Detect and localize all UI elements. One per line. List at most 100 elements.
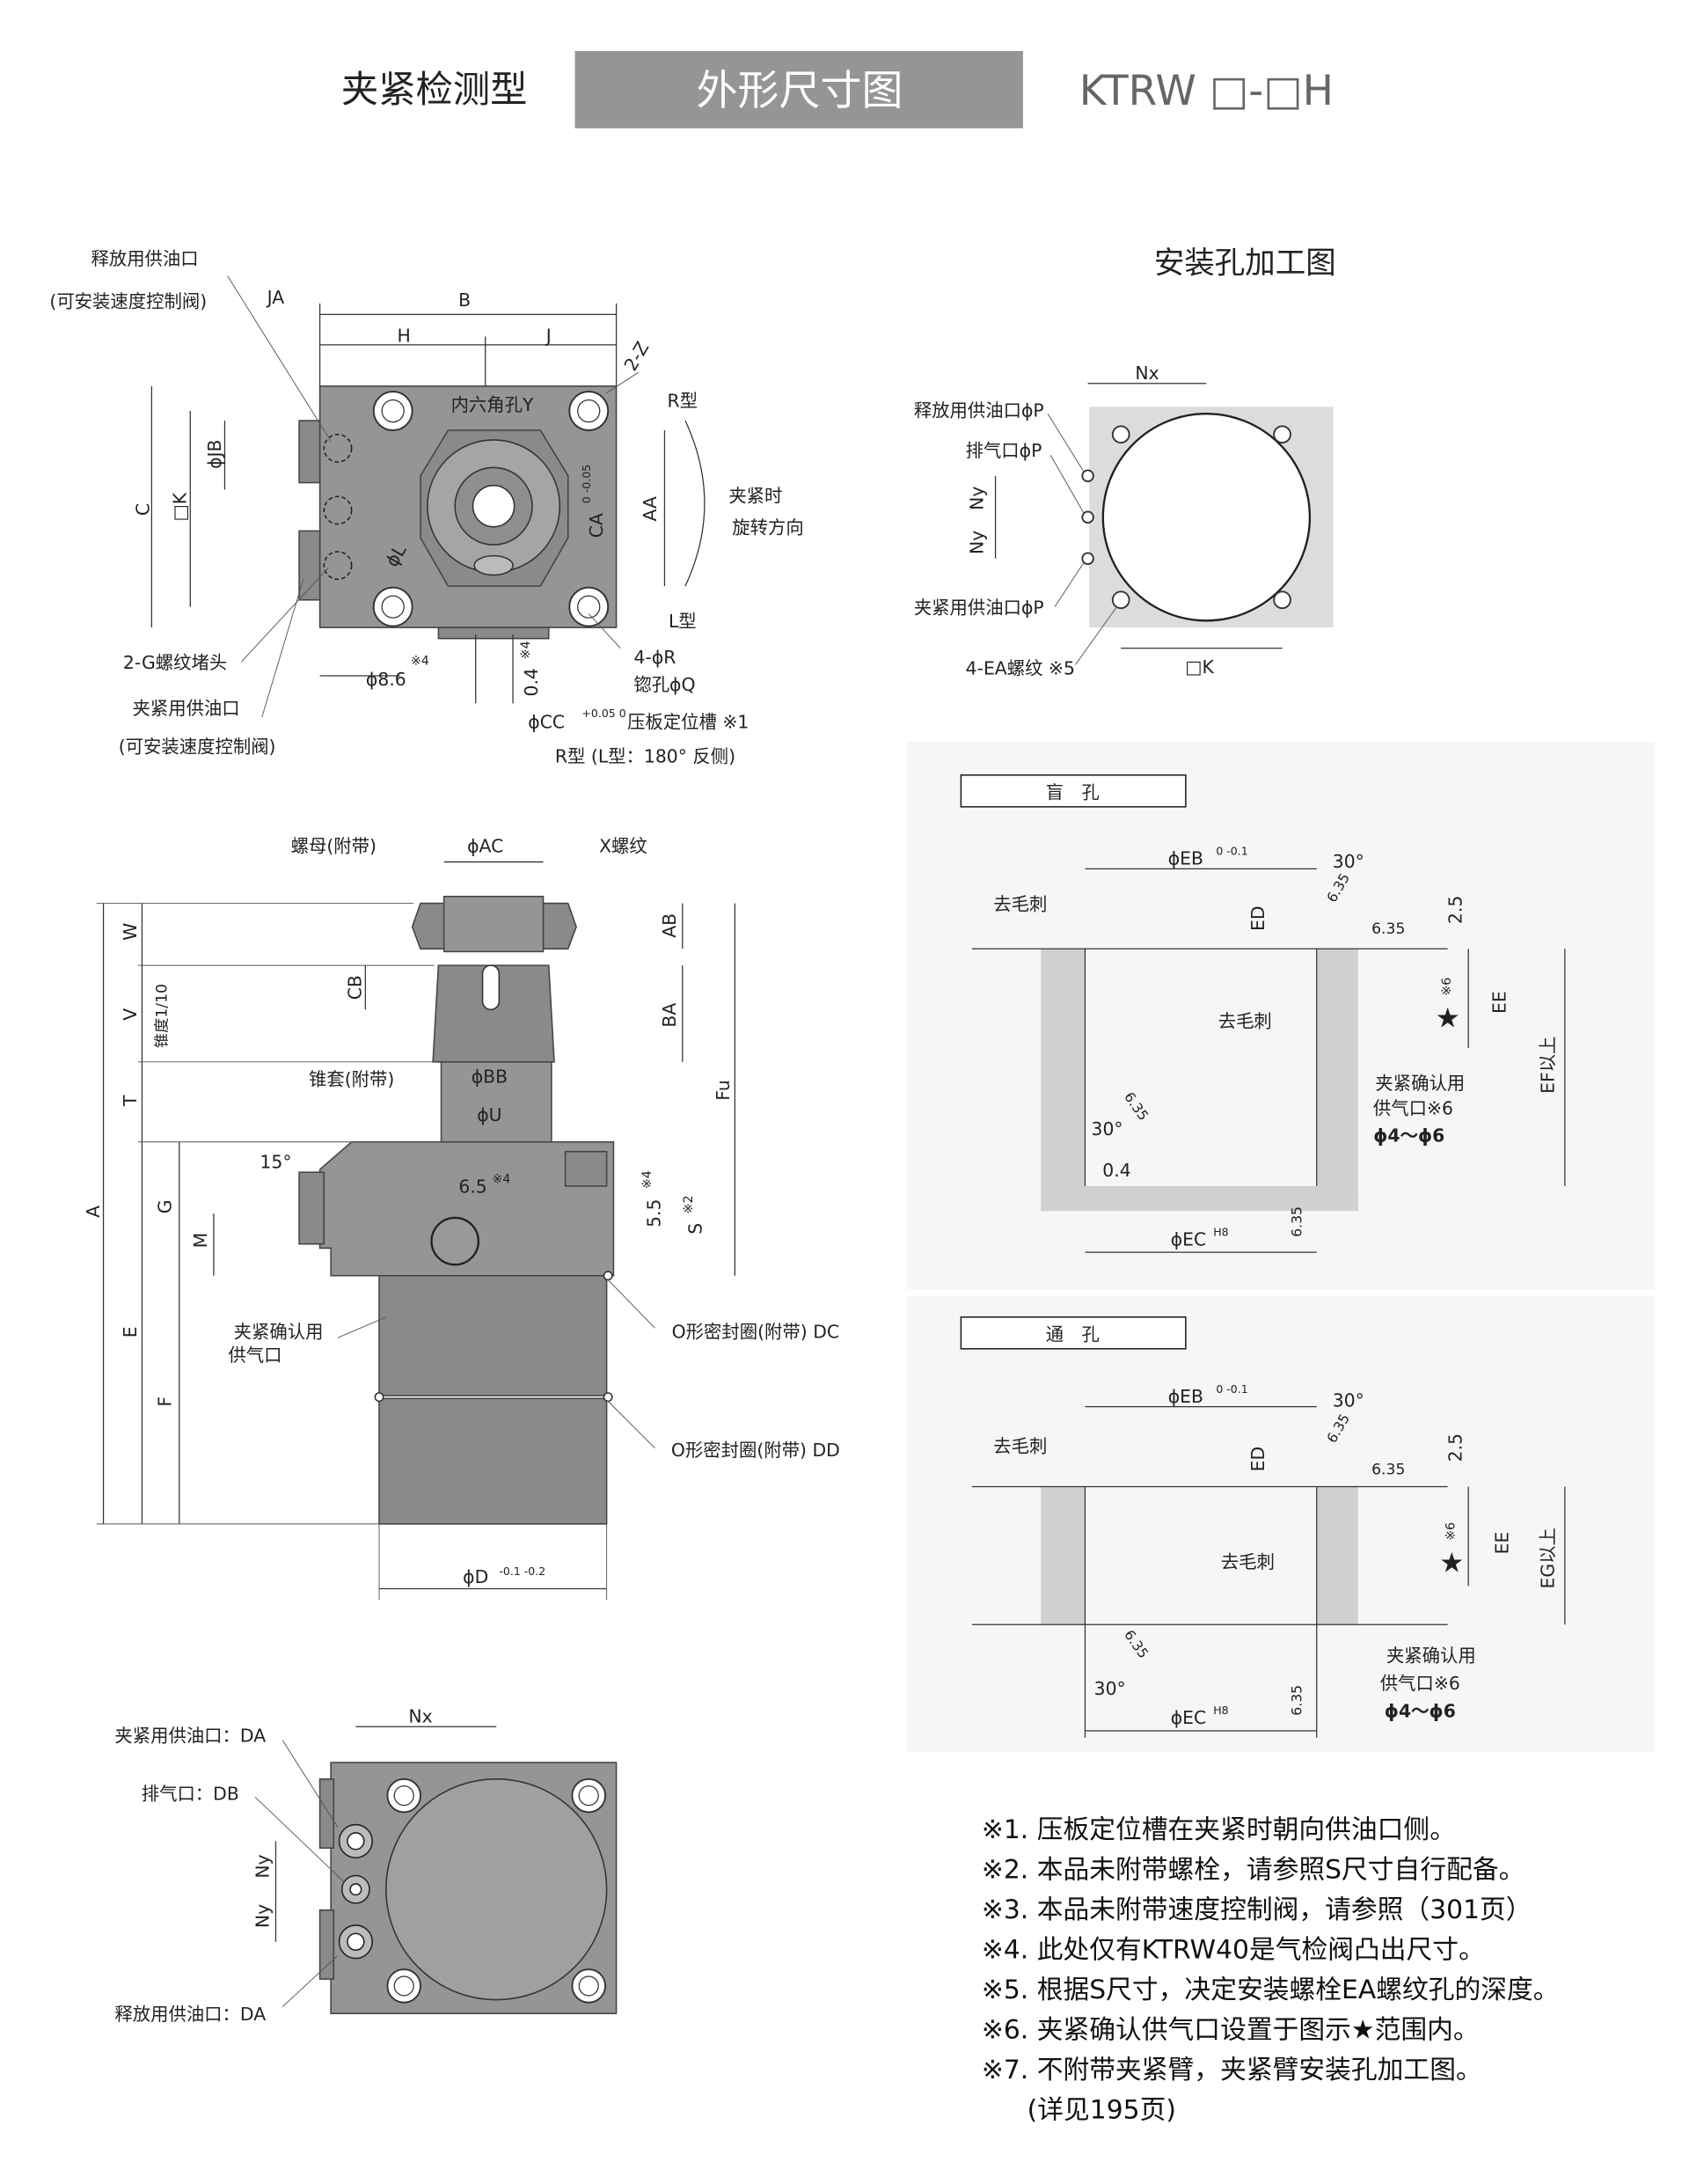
- label-mount-Ny2: Ny: [966, 531, 987, 554]
- label-top-view-Q: 锪孔ϕQ: [633, 674, 695, 695]
- header-title-box: [574, 50, 1023, 128]
- header: 夹紧检测型 外形尺寸图 KTRW □-□H: [341, 50, 1334, 128]
- label-through-a30: 30°: [1333, 1390, 1364, 1411]
- note-6: ※6. 夹紧确认供气口设置于图示★范围内。: [982, 2014, 1480, 2045]
- label-bottom-view-Nx: Nx: [408, 1706, 432, 1727]
- label-through-air-1: 夹紧确认用: [1386, 1645, 1476, 1667]
- label-side-view-G: G: [154, 1199, 175, 1213]
- label-top-view-H: H: [398, 326, 411, 347]
- label-side-view-air-2: 供气口: [228, 1345, 282, 1366]
- label-bottom-view-clamp-port: 夹紧用供油口：DA: [114, 1725, 266, 1746]
- side-view-drawing: 螺母(附带) ϕAC X螺纹 W V 锥度1/10 T A G M E F AB…: [83, 836, 840, 1601]
- label-side-view-d55: 5.5: [644, 1199, 665, 1228]
- label-through-star-note: ※6: [1444, 1522, 1459, 1541]
- header-category: 夹紧检测型: [341, 68, 528, 111]
- label-blind-a30: 30°: [1333, 851, 1364, 872]
- label-through-title: 通 孔: [1046, 1323, 1100, 1345]
- mount-title: 安装孔加工图: [1154, 246, 1336, 281]
- label-blind-d04: 0.4: [1102, 1160, 1130, 1181]
- label-side-view-W: W: [120, 923, 141, 941]
- label-top-view-B: B: [458, 289, 471, 311]
- label-side-view-E: E: [120, 1326, 141, 1338]
- label-side-view-S: S: [685, 1223, 706, 1235]
- label-side-view-F: F: [154, 1396, 175, 1407]
- label-top-view-l-type: L型: [669, 611, 697, 632]
- label-side-view-X: X螺纹: [599, 836, 647, 857]
- label-through-air-3: ϕ4～ϕ6: [1385, 1700, 1456, 1721]
- label-mount-clamp: 夹紧用供油口ϕP: [914, 597, 1044, 618]
- label-blind-star-note: ※6: [1440, 978, 1454, 996]
- label-side-view-D: ϕD: [463, 1566, 488, 1587]
- notes: ※1. 压板定位槽在夹紧时朝向供油口侧。 ※2. 本品未附带螺栓，请参照S尺寸自…: [982, 1814, 1560, 2125]
- label-top-view-AA: AA: [640, 496, 661, 521]
- label-release-port-note: (可安装速度控制阀): [49, 291, 207, 312]
- label-blind-EB-tol: 0 -0.1: [1216, 845, 1247, 858]
- label-top-view-CC: ϕCC: [528, 712, 565, 733]
- label-side-view-nut: 螺母(附带): [291, 836, 377, 857]
- label-side-view-d55-note: ※4: [640, 1170, 654, 1189]
- label-top-view-clamp-port: 夹紧用供油口: [133, 698, 240, 719]
- label-side-view-BA: BA: [659, 1003, 680, 1028]
- label-top-view-plug: 2-G螺纹堵头: [123, 652, 227, 673]
- label-blind-title: 盲 孔: [1046, 781, 1100, 803]
- header-model: KTRW □-□H: [1079, 67, 1334, 115]
- label-mount-EA: 4-EA螺纹 ※5: [966, 657, 1075, 678]
- label-blind-EB: ϕEB: [1168, 848, 1203, 869]
- label-through-EB: ϕEB: [1168, 1386, 1203, 1407]
- label-side-view-AB: AB: [659, 913, 680, 938]
- label-bottom-view-release-port: 释放用供油口：DA: [114, 2004, 266, 2025]
- label-through-r635a: 6.35: [1371, 1461, 1405, 1478]
- bottom-view-drawing: 夹紧用供油口：DA 排气口：DB 释放用供油口：DA Nx Ny Ny: [114, 1706, 618, 2025]
- label-mount-vent: 排气口ϕP: [966, 440, 1042, 461]
- label-top-view-J: J: [545, 326, 552, 347]
- label-side-view-V: V: [120, 1008, 141, 1021]
- label-side-view-AC: ϕAC: [467, 836, 503, 857]
- label-through-deburr1: 去毛刺: [993, 1435, 1047, 1456]
- mounting-hole-icon: [372, 391, 610, 627]
- label-side-view-D-tol: -0.1 -0.2: [499, 1565, 545, 1578]
- label-through-EC: ϕEC: [1171, 1707, 1207, 1728]
- label-through-EB-tol: 0 -0.1: [1216, 1382, 1247, 1396]
- label-top-view-clamp-port-note: (可安装速度控制阀): [119, 737, 276, 758]
- blind-hole-drawing: 盲 孔 ϕEB 0 -0.1 30° 去毛刺 ED 6.35 2.5 ★ ※6 …: [907, 742, 1655, 1290]
- label-through-star: ★: [1439, 1548, 1464, 1579]
- label-top-view-CA: CA: [586, 513, 607, 538]
- label-side-view-air-1: 夹紧确认用: [234, 1321, 324, 1342]
- label-top-view-rotation-2: 旋转方向: [732, 517, 803, 539]
- label-through-ED: ED: [1247, 1447, 1269, 1472]
- note-1: ※1. 压板定位槽在夹紧时朝向供油口侧。: [982, 1814, 1456, 1845]
- label-top-view-hex-socket: 内六角孔Y: [451, 394, 534, 415]
- label-through-EC-tol: H8: [1213, 1704, 1228, 1717]
- label-through-b30: 30°: [1094, 1678, 1126, 1699]
- label-bottom-view-vent: 排气口：DB: [142, 1783, 239, 1804]
- label-top-view-rotation-1: 夹紧时: [728, 485, 782, 506]
- label-side-view-oring-dc: O形密封圈(附带) DC: [672, 1321, 839, 1342]
- note-7: ※7. 不附带夹紧臂，夹紧臂安装孔加工图。: [982, 2055, 1482, 2085]
- label-top-view-R: 4-ϕR: [634, 647, 676, 668]
- label-release-port: 释放用供油口: [91, 248, 198, 269]
- label-top-view-JA: JA: [266, 287, 285, 308]
- label-top-view-d04-note: ※4: [519, 641, 533, 659]
- label-side-view-M: M: [190, 1233, 211, 1249]
- label-side-view-BB: ϕBB: [472, 1066, 508, 1087]
- label-side-view-A: A: [83, 1206, 104, 1218]
- label-blind-d25: 2.5: [1444, 896, 1466, 924]
- label-blind-star: ★: [1436, 1003, 1460, 1035]
- label-blind-EE: EE: [1488, 991, 1510, 1014]
- label-through-c635: 6.35: [1289, 1685, 1305, 1716]
- label-blind-deburr2: 去毛刺: [1218, 1011, 1272, 1032]
- label-mount-Nx: Nx: [1135, 363, 1159, 384]
- label-blind-EC-tol: H8: [1213, 1225, 1228, 1238]
- note-5: ※5. 根据S尺寸，决定安装螺栓EA螺纹孔的深度。: [982, 1975, 1560, 2005]
- label-side-view-T: T: [120, 1095, 141, 1107]
- label-blind-EF: EF以上: [1537, 1037, 1558, 1094]
- label-side-view-oring-dd: O形密封圈(附带) DD: [671, 1440, 840, 1461]
- label-top-view-C: C: [132, 503, 153, 516]
- label-bottom-view-Ny2: Ny: [252, 1904, 274, 1928]
- label-side-view-CB: CB: [345, 975, 366, 1000]
- label-blind-r635a: 6.35: [1371, 920, 1405, 938]
- label-side-view-d65: 6.5: [458, 1176, 486, 1198]
- note-7-ref: (详见195页): [1027, 2094, 1176, 2125]
- label-blind-c635: 6.35: [1289, 1206, 1305, 1237]
